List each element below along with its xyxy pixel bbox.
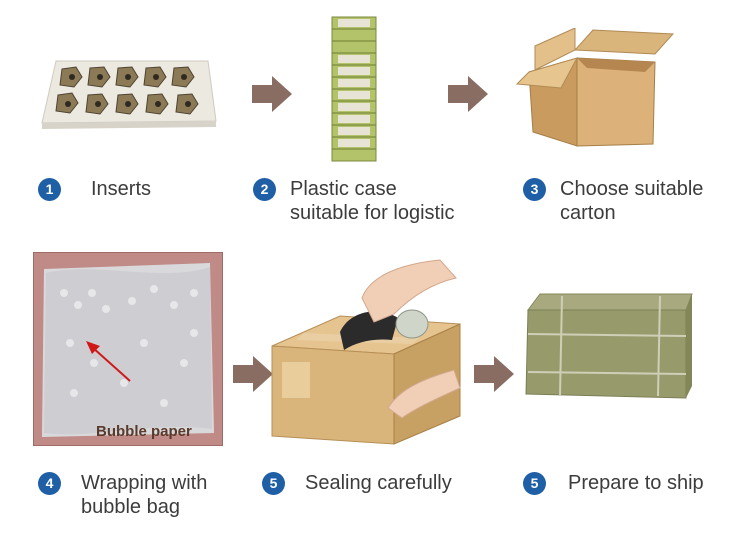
step-6: 5 Prepare to ship	[523, 471, 704, 495]
step-number-badge: 4	[38, 472, 61, 495]
step-label: Choose suitable carton	[560, 178, 704, 224]
step-number-badge: 3	[523, 178, 546, 201]
arrow-right-icon	[474, 356, 514, 392]
arrow-right-icon	[233, 356, 273, 392]
step-number-badge: 1	[38, 178, 61, 201]
plastic-case-stack-image	[331, 16, 377, 162]
step-4: 4 Wrapping with bubble bag	[38, 471, 207, 519]
step-5: 5 Sealing carefully	[262, 471, 452, 495]
step-1: 1 Inserts	[38, 177, 151, 201]
open-carton-image	[515, 28, 675, 147]
step-number-badge: 5	[523, 472, 546, 495]
sealing-carton-image	[271, 259, 461, 445]
step-label: Plastic case suitable for logistic	[290, 178, 455, 224]
arrow-right-icon	[252, 76, 292, 112]
step-label: Wrapping with bubble bag	[81, 472, 208, 518]
step-label: Inserts	[91, 178, 152, 200]
bubble-paper-caption: Bubble paper	[96, 423, 192, 440]
step-number-badge: 2	[253, 178, 276, 201]
step-3: 3 Choose suitable carton	[523, 177, 703, 225]
step-label: Prepare to ship	[568, 472, 704, 494]
inserts-tray-image	[41, 60, 217, 129]
step-number-badge: 5	[262, 472, 285, 495]
sealed-package-image	[525, 293, 693, 399]
arrow-right-icon	[448, 76, 488, 112]
bubble-wrap-image	[42, 263, 214, 437]
bubble-wrap-photo	[33, 252, 223, 446]
step-2: 2 Plastic case suitable for logistic	[253, 177, 455, 225]
step-label: Sealing carefully	[305, 472, 452, 494]
